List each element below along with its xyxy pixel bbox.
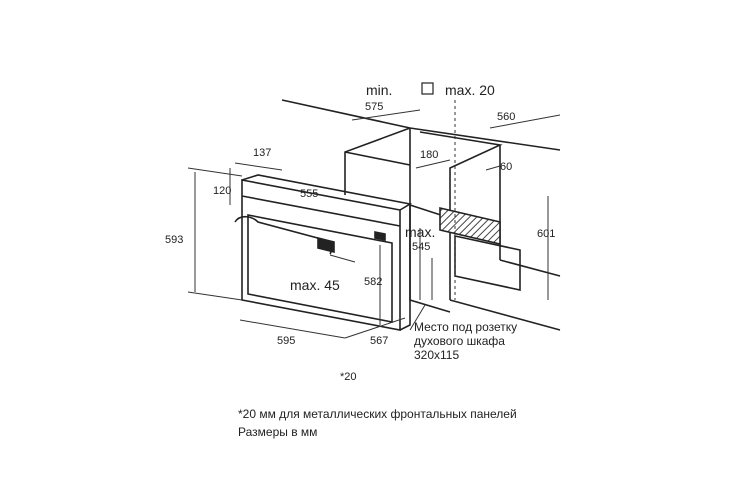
dim-555: 555: [300, 188, 318, 200]
dim-60: 60: [500, 161, 512, 173]
socket-note-line-1: Место под розетку: [414, 320, 517, 334]
socket-note-line-3: 320x115: [414, 348, 459, 362]
dim-max-545-label: max.: [405, 224, 435, 240]
dim-601: 601: [537, 228, 555, 240]
dim-575: 575: [365, 101, 383, 113]
dim-582: 582: [364, 276, 382, 288]
socket-note-line-2: духового шкафа: [414, 334, 505, 348]
dim-567: 567: [370, 335, 388, 347]
dim-137: 137: [253, 147, 271, 159]
dim-min-label: min.: [366, 82, 392, 98]
dim-star-20: *20: [340, 371, 357, 383]
dim-595: 595: [277, 335, 295, 347]
dim-545: 545: [412, 241, 430, 253]
dim-max-45: max. 45: [290, 277, 340, 293]
footnote-metal-panels: *20 мм для металлических фронтальных пан…: [238, 407, 517, 421]
oven-body: [234, 174, 413, 331]
footnote-units: Размеры в мм: [238, 425, 318, 439]
dim-593: 593: [165, 234, 183, 246]
dim-560: 560: [497, 111, 515, 123]
dim-180: 180: [420, 149, 438, 161]
max-20-square: [421, 82, 434, 95]
dim-max-20: max. 20: [445, 82, 495, 98]
dimension-lines: [187, 109, 561, 339]
dim-120: 120: [213, 185, 231, 197]
